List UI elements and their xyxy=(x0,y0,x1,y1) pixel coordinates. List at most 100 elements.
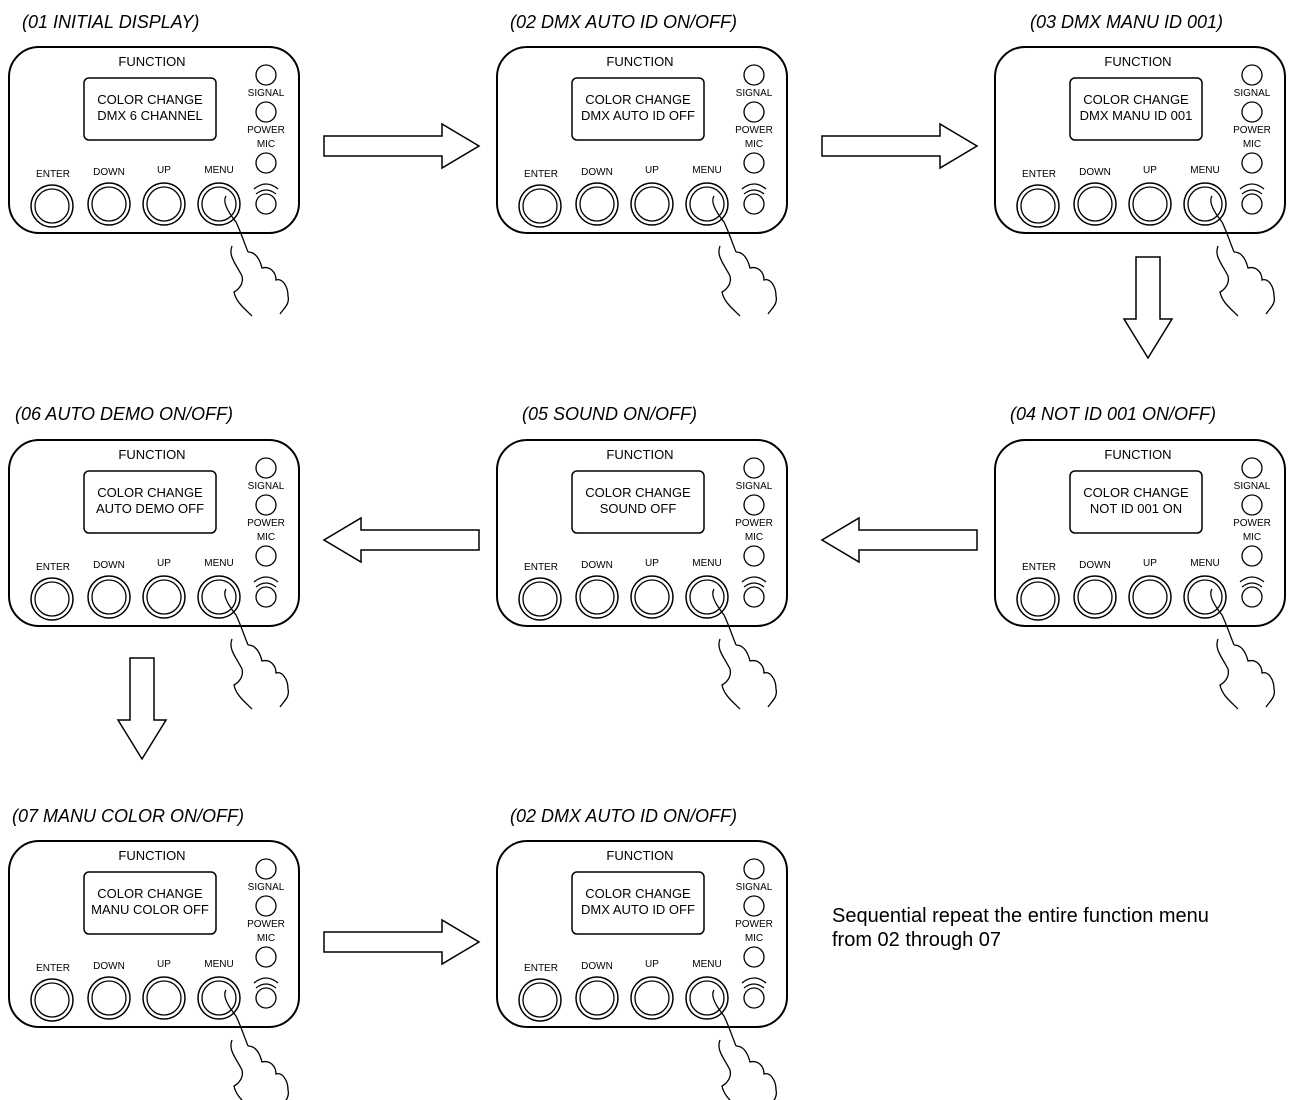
up-button xyxy=(1128,182,1172,226)
menu-button xyxy=(685,182,729,226)
lcd-line-2: DMX AUTO ID OFF xyxy=(581,902,695,917)
lcd-line-2: DMX MANU ID 001 xyxy=(1079,108,1193,123)
finger-tip xyxy=(712,989,737,1047)
panel-label-enter: ENTER xyxy=(524,562,558,573)
step-title-01: (01 INITIAL DISPLAY) xyxy=(22,12,200,32)
pressing-hand-icon xyxy=(230,1039,290,1100)
enter-button xyxy=(518,577,562,621)
lcd-line-1: COLOR CHANGE xyxy=(97,485,203,500)
menu-button xyxy=(197,575,241,619)
arrow-down-3-to-4 xyxy=(1122,256,1174,360)
pressing-hand-icon xyxy=(718,1039,778,1100)
signal-led-icon xyxy=(1241,457,1263,479)
mic-led-icon xyxy=(255,545,277,567)
lcd-display xyxy=(571,871,705,935)
power-led-icon xyxy=(1241,101,1263,123)
panel-label-mic: MIC xyxy=(744,139,764,150)
panel-drawing xyxy=(8,46,300,317)
signal-led-icon xyxy=(743,64,765,86)
up-button xyxy=(142,182,186,226)
panel-label-menu: MENU xyxy=(692,165,722,176)
finger-tip xyxy=(224,195,249,253)
pressing-hand-icon xyxy=(1216,638,1276,710)
down-button xyxy=(87,976,131,1020)
signal-led-icon xyxy=(255,858,277,880)
lcd-display xyxy=(571,470,705,534)
panel-label-down: DOWN xyxy=(93,560,125,571)
lcd-line-2: NOT ID 001 ON xyxy=(1089,501,1183,516)
panel-label-up: UP xyxy=(157,959,171,970)
panel-label-mic: MIC xyxy=(1242,532,1262,543)
sound-wave-icon xyxy=(741,576,767,588)
finger-tip xyxy=(224,989,249,1047)
lcd-line-1: COLOR CHANGE xyxy=(1083,485,1189,500)
panel-label-signal: SIGNAL xyxy=(1233,88,1271,99)
panel-label-signal: SIGNAL xyxy=(247,88,285,99)
power-led-icon xyxy=(743,101,765,123)
enter-button xyxy=(30,577,74,621)
enter-button xyxy=(1016,577,1060,621)
mic-sensor-icon xyxy=(255,987,277,1009)
lcd-line-2: AUTO DEMO OFF xyxy=(95,501,205,516)
finger-tip xyxy=(712,588,737,646)
lcd-line-2: SOUND OFF xyxy=(599,501,677,516)
lcd-line-2: DMX 6 CHANNEL xyxy=(97,108,203,123)
lcd-display xyxy=(1069,470,1203,534)
step-title-02-repeat: (02 DMX AUTO ID ON/OFF) xyxy=(510,806,738,826)
power-led-icon xyxy=(255,101,277,123)
finger-tip xyxy=(1210,588,1235,646)
mic-led-icon xyxy=(255,152,277,174)
signal-led-icon xyxy=(255,64,277,86)
sound-wave-icon xyxy=(1239,576,1265,588)
lcd-display xyxy=(83,871,217,935)
lcd-line-1: COLOR CHANGE xyxy=(585,485,691,500)
panel-label-enter: ENTER xyxy=(524,169,558,180)
panel-label-function: FUNCTION xyxy=(118,848,186,863)
repeat-note: Sequential repeat the entire function me… xyxy=(832,905,1209,951)
power-led-icon xyxy=(1241,494,1263,516)
panel-label-power: POWER xyxy=(1233,125,1271,136)
down-button xyxy=(575,976,619,1020)
panel-label-signal: SIGNAL xyxy=(1233,481,1271,492)
panel-label-mic: MIC xyxy=(256,933,276,944)
panel-label-mic: MIC xyxy=(256,532,276,543)
step-title-05: (05 SOUND ON/OFF) xyxy=(522,404,698,424)
mic-led-icon xyxy=(1241,152,1263,174)
arrow-right-2-to-3 xyxy=(821,122,979,170)
panel-label-function: FUNCTION xyxy=(118,54,186,69)
panel-label-enter: ENTER xyxy=(36,963,70,974)
panel-label-signal: SIGNAL xyxy=(735,481,773,492)
lcd-line-1: COLOR CHANGE xyxy=(97,886,203,901)
sound-wave-icon xyxy=(741,183,767,195)
arrow-right-1-to-2 xyxy=(323,122,481,170)
panel-label-down: DOWN xyxy=(581,961,613,972)
up-button xyxy=(630,976,674,1020)
down-button xyxy=(87,575,131,619)
up-button xyxy=(142,575,186,619)
mic-sensor-icon xyxy=(1241,193,1263,215)
mic-led-icon xyxy=(1241,545,1263,567)
enter-button xyxy=(30,978,74,1022)
arrow-down-6-to-7 xyxy=(116,657,168,761)
panel-label-function: FUNCTION xyxy=(606,848,674,863)
up-button xyxy=(1128,575,1172,619)
step-title-02: (02 DMX AUTO ID ON/OFF) xyxy=(510,12,738,32)
menu-button xyxy=(1183,575,1227,619)
panel-drawing xyxy=(496,439,788,710)
signal-led-icon xyxy=(743,858,765,880)
mic-sensor-icon xyxy=(1241,586,1263,608)
sound-wave-icon xyxy=(1239,183,1265,195)
sound-wave-icon xyxy=(253,576,279,588)
up-button xyxy=(630,575,674,619)
mic-led-icon xyxy=(255,946,277,968)
panel-drawing xyxy=(496,46,788,317)
panel-label-up: UP xyxy=(1143,165,1157,176)
panel-label-down: DOWN xyxy=(93,167,125,178)
panel-label-menu: MENU xyxy=(204,959,234,970)
panel-drawing xyxy=(8,840,300,1100)
mic-sensor-icon xyxy=(255,586,277,608)
panel-label-menu: MENU xyxy=(1190,558,1220,569)
panel-label-power: POWER xyxy=(247,125,285,136)
